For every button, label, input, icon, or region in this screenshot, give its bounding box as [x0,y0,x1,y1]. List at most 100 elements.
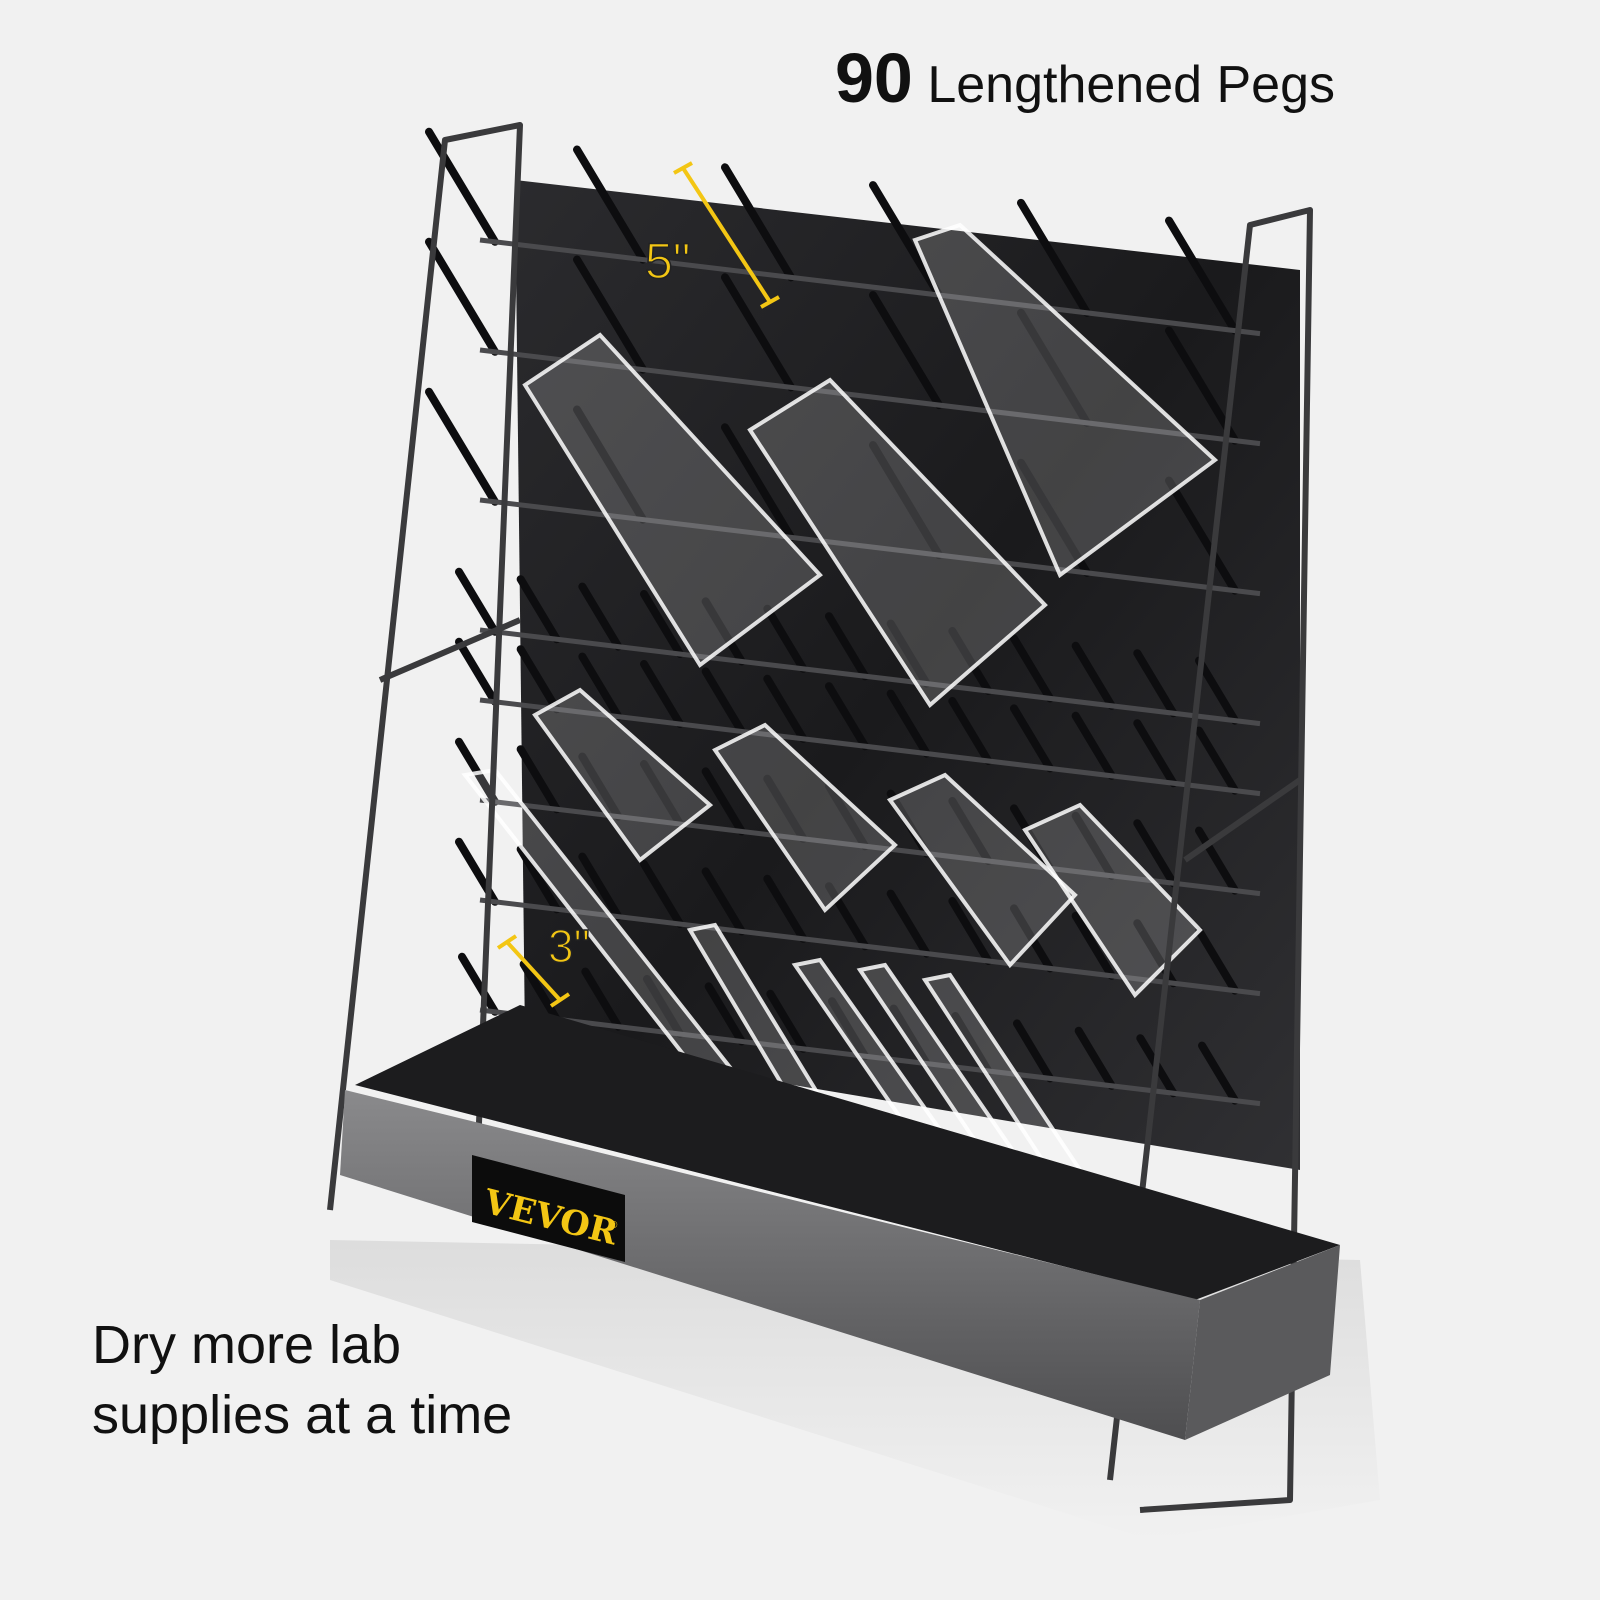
rail [479,347,1261,447]
peg [1198,1041,1239,1105]
peg [1165,476,1239,595]
peg [869,291,943,410]
peg [886,889,931,958]
peg [1017,308,1091,427]
peg [425,237,499,356]
caption: Dry more lab supplies at a time [92,1310,512,1450]
caption-line-1: Dry more lab [92,1315,402,1375]
peg [763,604,808,673]
peg [1133,719,1178,788]
peg [948,897,993,965]
rail [479,627,1261,727]
peg [573,255,647,374]
beaker [522,332,823,668]
wire-frame [327,122,1313,1513]
beaker [712,722,898,914]
peg [1071,911,1116,980]
svg-text:5": 5" [645,233,691,289]
peg [701,767,746,836]
peg [425,127,499,246]
rail [479,497,1261,597]
peg [1013,1019,1054,1083]
peg [1010,634,1054,703]
peg [516,845,561,914]
peg [1195,726,1239,795]
glassware [461,222,1219,1213]
peg [948,627,993,695]
peg [1165,216,1239,335]
peg [701,867,746,936]
peg [1195,656,1239,725]
peg [1017,458,1091,577]
peg [455,567,499,636]
peg [643,975,684,1038]
peg [721,163,795,282]
peg [578,652,623,721]
peg [578,582,623,651]
peg [704,982,746,1046]
drip-tray-inside [355,1005,1340,1300]
peg [578,752,623,821]
peg [721,273,795,392]
peg [886,619,931,688]
peg [573,145,647,264]
peg [828,997,869,1061]
peg [886,689,931,758]
headline: 90 Lengthened Pegs [835,38,1335,118]
peg [948,797,993,865]
beaker [1022,802,1203,999]
peg [1195,926,1239,995]
peg [455,637,499,706]
back-panel [515,180,1300,1170]
peg [640,760,684,828]
beaker [532,687,714,863]
drip-tray-end [1185,1245,1340,1440]
peg [721,423,795,542]
peg [763,674,808,743]
caption-line-2: supplies at a time [92,1385,513,1445]
peg [519,960,561,1024]
peg [578,852,623,921]
peg [516,575,561,644]
peg [573,405,647,524]
peg [1071,711,1116,780]
peg [516,745,561,814]
vevor-logo: VEVOR ® [472,1155,625,1262]
svg-text:3": 3" [548,920,590,972]
peg [951,1012,993,1075]
peg [701,597,746,666]
peg [1017,198,1091,317]
peg [1133,649,1178,718]
peg [1195,826,1239,895]
peg-count: 90 [835,39,913,117]
dimension-3in: 3" [496,919,591,1008]
peg [825,612,869,681]
peg [516,645,561,714]
beaker [747,377,1048,709]
peg [869,181,943,300]
peg [763,774,808,843]
peg [1165,326,1239,445]
svg-text:®: ® [610,1220,618,1231]
peg [1010,704,1054,773]
peg [825,782,869,851]
peg [948,697,993,765]
peg [581,967,623,1031]
peg [763,874,808,943]
headline-text: Lengthened Pegs [927,56,1336,114]
peg [1071,811,1116,880]
peg [766,989,808,1053]
peg [425,387,499,506]
dimension-5in: 5" [644,161,780,309]
peg [640,660,684,728]
peg [825,882,869,951]
peg [869,441,943,560]
rail [479,1007,1261,1107]
peg [825,682,869,751]
peg [640,860,684,928]
beaker [886,772,1078,969]
peg [889,1004,931,1068]
funnel [912,222,1219,579]
peg [640,590,684,658]
peg [458,952,499,1016]
